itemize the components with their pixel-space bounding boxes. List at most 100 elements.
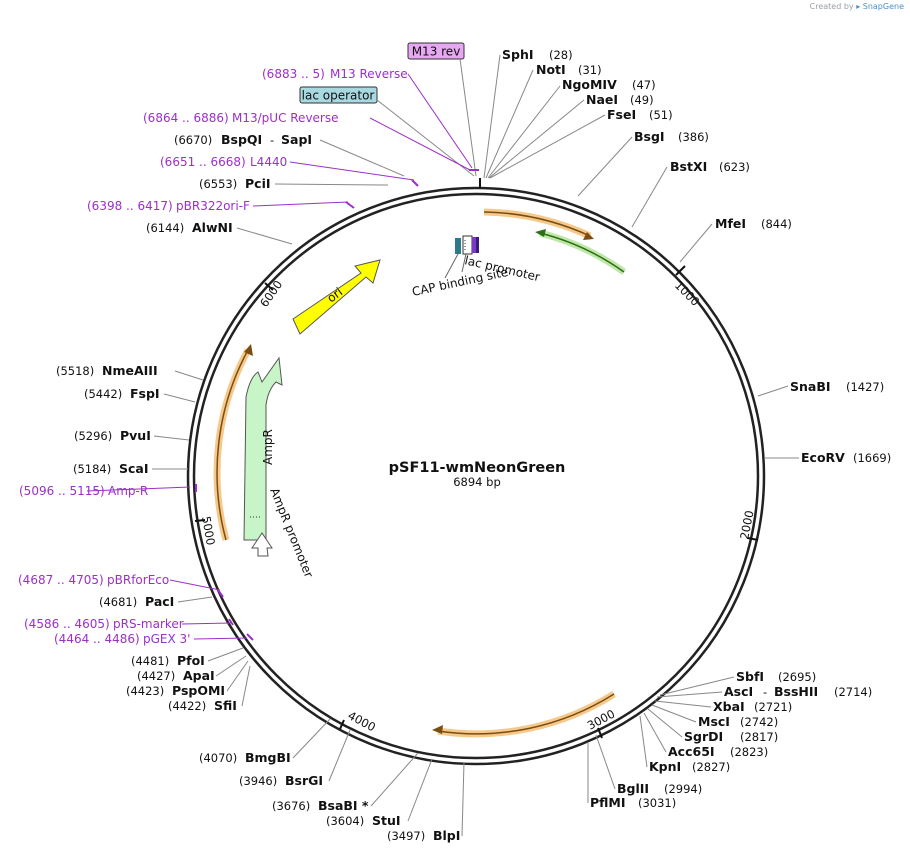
primer-prs-marker-range: (4586 .. 4605) <box>24 617 110 631</box>
primer-pbrforeco-range: (4687 .. 4705) <box>18 573 104 587</box>
leader-fspi <box>163 393 196 403</box>
site-alwni-pos: (6144) <box>146 221 184 235</box>
site-pcii: PciI <box>245 176 271 191</box>
site-pfoi: PfoI <box>177 653 205 668</box>
leader-mfei <box>679 223 713 263</box>
site-noti: NotI <box>536 62 566 77</box>
tick-label-1000: 1000 <box>672 278 703 309</box>
site-noti-pos: (31) <box>578 63 602 77</box>
leader-fsei <box>489 114 606 179</box>
orange-feature-arrow-bottom-core <box>437 693 615 735</box>
site-bsabi: BsaBI * <box>318 798 369 813</box>
site-sapi: SapI <box>281 132 312 147</box>
site-naei: NaeI <box>586 92 618 107</box>
leader-sphi <box>483 54 501 179</box>
site-bspqi: BspQI <box>221 132 262 147</box>
primer-m13puc-reverse: M13/pUC Reverse <box>232 111 339 125</box>
sites-right: SphI (28) NotI (31) NgoMIV (47) NaeI (49… <box>502 47 891 810</box>
site-pflmi-pos: (3031) <box>638 796 676 810</box>
leader-lines <box>152 54 799 837</box>
site-bmgbi-pos: (4070) <box>199 751 237 765</box>
orange-feature-arrowhead-left <box>244 344 253 356</box>
site-ngomiv-pos: (47) <box>632 78 656 92</box>
credit-prefix: Created by <box>809 2 854 11</box>
lac-operator-badge-label: lac operator <box>302 89 375 103</box>
site-nmeaiii: NmeAIII <box>102 363 158 378</box>
green-feature-arrow-core <box>539 232 625 273</box>
site-sfii: SfiI <box>214 698 237 713</box>
leader-bspqi <box>319 139 405 177</box>
primer-ampr-range: (5096 .. 5115) <box>19 484 105 498</box>
site-xbai: XbaI <box>713 699 745 714</box>
primer-pgex3: pGEX 3' <box>143 632 190 646</box>
site-bsrgi: BsrGI <box>285 773 323 788</box>
site-xbai-pos: (2721) <box>754 700 792 714</box>
primer-m13-reverse-range: (6883 .. 5) <box>262 67 325 81</box>
site-stui: StuI <box>372 813 401 828</box>
site-pvui: PvuI <box>120 428 151 443</box>
sites-left: (6670) BspQI - SapI (6553) PciI (6144) A… <box>56 132 460 843</box>
site-bstxi-pos: (623) <box>719 160 750 174</box>
site-ecorv-pos: (1669) <box>853 451 891 465</box>
lac-operator-badge <box>299 86 378 104</box>
site-scai: ScaI <box>119 461 149 476</box>
site-paci: PacI <box>145 594 174 609</box>
lac-operator-block <box>472 237 476 253</box>
site-mfei-pos: (844) <box>761 217 792 231</box>
primer-leader-m13-reverse <box>407 73 473 169</box>
primer-leader-pbr322ori <box>252 201 349 207</box>
site-alwni: AlwNI <box>192 220 233 235</box>
primer-marks <box>195 169 479 641</box>
leader-sbfi <box>659 676 735 696</box>
ampr-label: AmpR <box>261 429 275 465</box>
site-fsei: FseI <box>607 107 636 122</box>
site-asci-dash: - <box>763 685 767 699</box>
backbone-inner <box>192 192 760 760</box>
leader-snabi <box>757 385 789 397</box>
primer-l4440: L4440 <box>250 155 287 169</box>
site-kpni-pos: (2827) <box>692 760 730 774</box>
site-fspi-pos: (5442) <box>84 387 122 401</box>
primer-ampr: Amp-R <box>108 484 148 498</box>
orange-feature-arrowhead-top <box>583 232 594 240</box>
leader-bsrgi <box>328 729 351 782</box>
primer-m13puc-reverse-range: (6864 .. 6886) <box>143 111 229 125</box>
site-bspqi-dash: - <box>270 133 274 147</box>
snapgene-logo-icon: ▸ <box>856 2 861 11</box>
tick-label-4000: 4000 <box>346 708 378 734</box>
site-sbfi-pos: (2695) <box>778 670 816 684</box>
leader-m13rev-badge <box>459 58 477 177</box>
plasmid-name: pSF11-wmNeonGreen <box>389 460 566 476</box>
site-pcii-pos: (6553) <box>199 177 237 191</box>
site-pvui-pos: (5296) <box>74 429 112 443</box>
orange-feature-arrow-top-core <box>483 211 591 237</box>
primer-pbr322ori: pBR322ori-F <box>176 199 250 213</box>
primer-mark-prs-marker <box>228 618 234 626</box>
backbone-outer <box>186 186 766 766</box>
leader-pcii <box>274 183 389 186</box>
primer-leader-pbrforeco <box>169 579 221 591</box>
leader-ngomiv <box>487 85 561 179</box>
m13rev-badge-label: M13 rev <box>412 45 461 59</box>
leader-bsabi <box>370 752 419 807</box>
ori-feature <box>292 259 381 335</box>
leader-xbai <box>654 700 712 708</box>
m13rev-badge <box>407 42 465 60</box>
leader-sgrdi <box>647 708 683 738</box>
lac-promoter-leader <box>461 253 467 273</box>
primer-leader-l4440 <box>289 161 415 181</box>
site-blpi-pos: (3497) <box>387 829 425 843</box>
leader-noti <box>485 69 534 179</box>
leader-bsgi <box>577 136 633 197</box>
site-pfoi-pos: (4481) <box>131 654 169 668</box>
cap-site-block <box>455 238 461 254</box>
ampr-promoter-feature <box>251 532 273 557</box>
leader-pspomi <box>226 660 249 692</box>
ampr-promoter-label: AmpR promoter <box>267 486 316 580</box>
site-apai: ApaI <box>183 668 215 683</box>
leader-bstxi <box>631 166 668 228</box>
site-kpni: KpnI <box>649 759 681 774</box>
site-bsshii: BssHII <box>774 684 818 699</box>
site-bstxi: BstXI <box>670 159 707 174</box>
